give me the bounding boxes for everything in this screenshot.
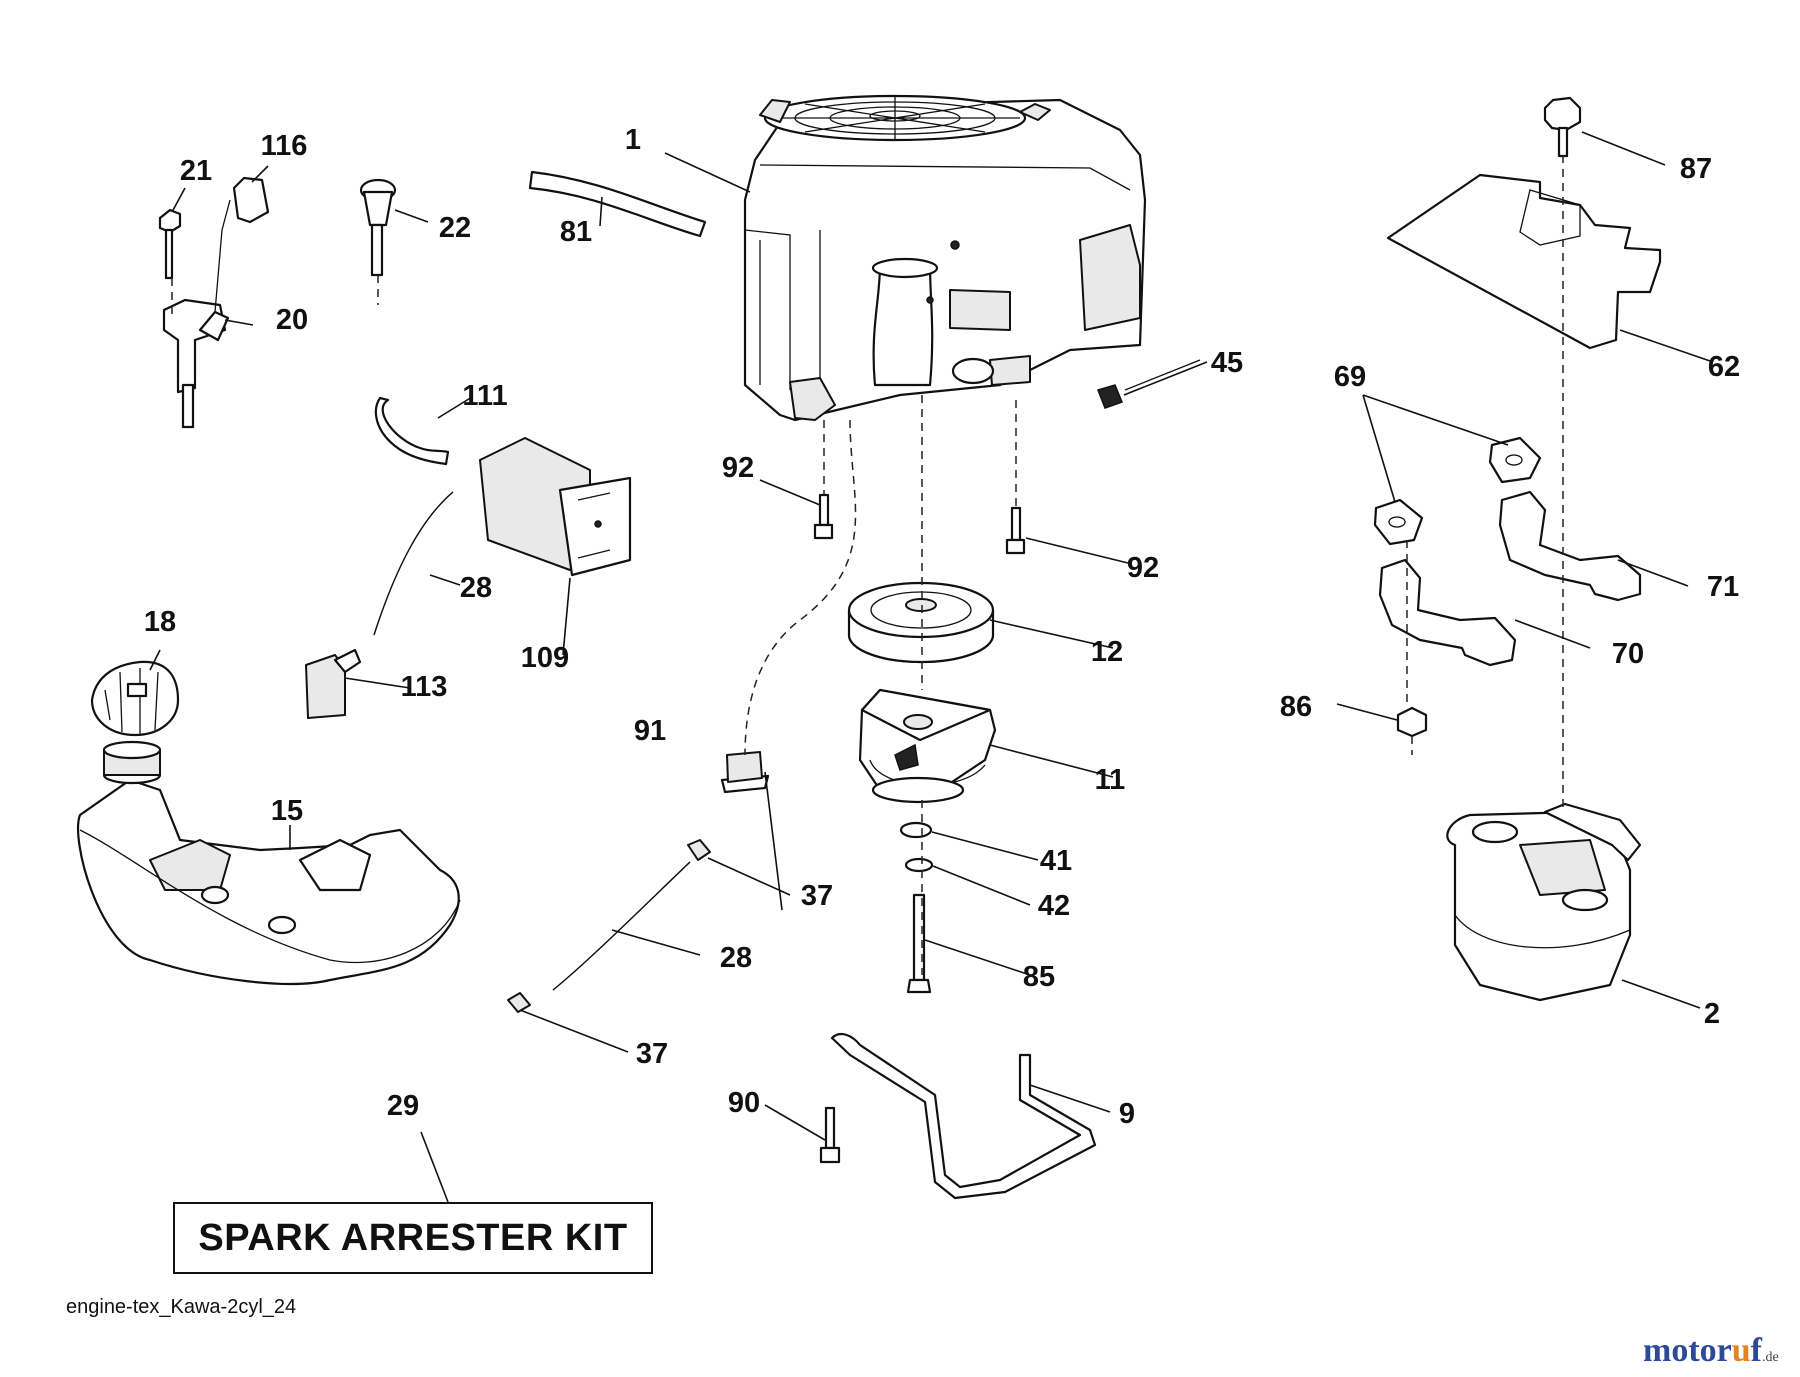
part-label-37-lower: 37 — [636, 1038, 668, 1070]
spacer-91-drawing — [720, 751, 770, 794]
part-label-86: 86 — [1280, 691, 1312, 723]
watermark-part-c: f — [1750, 1332, 1762, 1369]
hose-28-upper-inner — [373, 491, 454, 636]
part-label-92-right: 92 — [1127, 552, 1159, 584]
part-label-29: 29 — [387, 1090, 419, 1122]
part-label-20: 20 — [276, 304, 308, 336]
part-label-45: 45 — [1211, 347, 1243, 379]
knob-22-drawing — [359, 178, 397, 277]
washer-42-drawing — [904, 857, 934, 873]
part-label-9: 9 — [1119, 1098, 1135, 1130]
clamp-37-upper-drawing — [687, 839, 711, 861]
part-label-18: 18 — [144, 606, 176, 638]
watermark-part-a: motor — [1643, 1332, 1732, 1369]
part-45-drawing — [1097, 359, 1201, 409]
part-label-21: 21 — [180, 155, 212, 187]
part-label-12: 12 — [1091, 636, 1123, 668]
part-label-22: 22 — [439, 212, 471, 244]
diagram-id-text: engine-tex_Kawa-2cyl_24 — [66, 1296, 297, 1318]
leader-lines — [149, 131, 1714, 1203]
washer-41-drawing — [899, 821, 933, 839]
part-label-15: 15 — [271, 795, 303, 827]
bolt-85-drawing — [906, 893, 932, 994]
part-label-11: 11 — [1095, 764, 1126, 796]
part-label-41: 41 — [1040, 845, 1072, 877]
gasket-69-bottom-drawing — [1373, 498, 1424, 546]
watermark-tld: .de — [1762, 1350, 1779, 1365]
engine-drawing — [743, 94, 1147, 422]
part-label-113: 113 — [401, 671, 448, 703]
part-label-42: 42 — [1038, 890, 1070, 922]
part-label-91: 91 — [634, 715, 666, 747]
tube-81-drawing — [528, 170, 707, 238]
part-label-2: 2 — [1704, 998, 1720, 1030]
nut-86-drawing — [1396, 706, 1428, 738]
fuel-tank-15-drawing — [77, 740, 461, 986]
knob-87-drawing — [1543, 96, 1582, 158]
clamp-37-lower-drawing — [507, 992, 531, 1013]
fuel-filter-109-drawing — [479, 437, 632, 577]
watermark-part-b: u — [1731, 1332, 1751, 1369]
part-label-69: 69 — [1334, 361, 1366, 393]
part-label-28-upper: 28 — [460, 572, 492, 604]
bolt-92-right-drawing — [1005, 506, 1026, 555]
muffler-2-drawing — [1446, 802, 1642, 1002]
heat-shield-62-drawing — [1386, 173, 1662, 350]
part-labels: 1 2 9 11 12 15 18 20 21 22 28 28 29 37 3… — [144, 124, 1740, 1130]
part-label-28-lower: 28 — [720, 942, 752, 974]
clutch-11-drawing — [858, 688, 997, 804]
pipe-71-drawing — [1498, 490, 1642, 602]
part-label-87: 87 — [1680, 153, 1712, 185]
hose-111-drawing — [374, 396, 450, 466]
part-label-81: 81 — [560, 216, 592, 248]
hose-28-upper-drawing — [373, 491, 454, 636]
part-label-90: 90 — [728, 1087, 760, 1119]
part-label-109: 109 — [521, 642, 569, 674]
part-label-1: 1 — [625, 124, 641, 156]
part-label-111: 111 — [462, 380, 507, 412]
bolt-90-drawing — [819, 1106, 841, 1164]
fitting-113-drawing — [305, 648, 362, 719]
alignment-lines — [171, 155, 1564, 975]
part-label-71: 71 — [1707, 571, 1739, 603]
rod-9-drawing — [830, 1032, 1097, 1200]
part-label-37-upper: 37 — [801, 880, 833, 912]
throttle-control-drawing — [158, 176, 270, 429]
hose-28-lower-inner — [552, 861, 691, 991]
part-label-70: 70 — [1612, 638, 1644, 670]
gasket-69-top-drawing — [1488, 436, 1542, 484]
part-label-85: 85 — [1023, 961, 1055, 993]
part-label-116: 116 — [261, 130, 308, 162]
fuel-cap-18-drawing — [90, 660, 180, 737]
spark-arrester-kit-box: SPARK ARRESTER KIT — [173, 1202, 653, 1274]
pulley-12-drawing — [847, 581, 995, 664]
part-label-92-left: 92 — [722, 452, 754, 484]
spark-arrester-kit-label: SPARK ARRESTER KIT — [198, 1216, 628, 1259]
part-label-62: 62 — [1708, 351, 1740, 383]
bolt-92-left-drawing — [813, 493, 834, 540]
watermark-logo: motoruf.de — [1643, 1332, 1779, 1370]
pipe-70-drawing — [1378, 558, 1517, 667]
